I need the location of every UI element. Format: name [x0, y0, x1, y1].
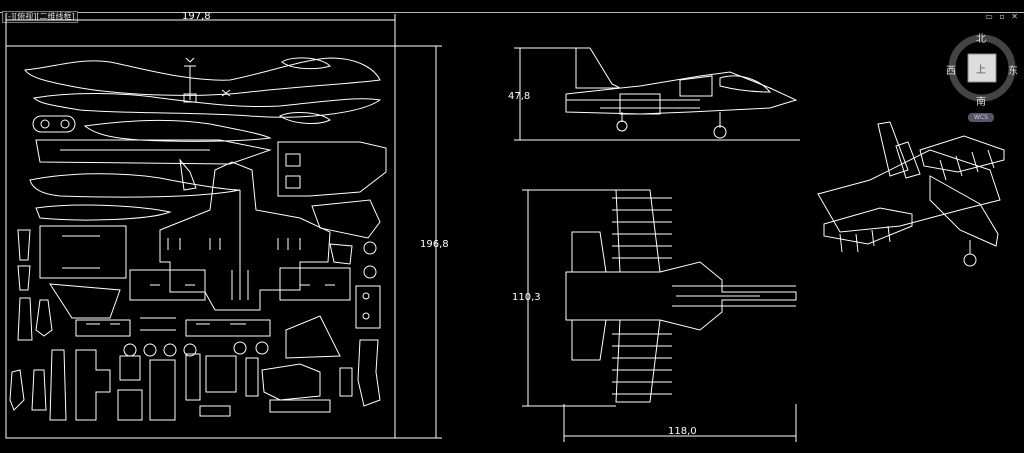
part-main-wing — [129, 161, 351, 311]
viewcube-ring-icon — [948, 34, 1016, 102]
dim-sheet-width-label: 197,8 — [182, 11, 211, 22]
top-toolbar — [0, 0, 1024, 13]
dim-top-height-label: 110,3 — [512, 292, 541, 303]
compass-north[interactable]: 北 — [976, 34, 986, 45]
dimension-sheet-height — [395, 45, 442, 439]
compass-east[interactable]: 东 — [1008, 66, 1018, 77]
dim-top-width-label: 118,0 — [668, 426, 697, 437]
aircraft-top-view — [522, 189, 797, 442]
window-controls[interactable]: ▭ ▫ ✕ — [985, 12, 1020, 21]
viewcube-face-top[interactable]: 上 — [976, 65, 986, 76]
compass-west[interactable]: 西 — [946, 66, 956, 77]
parts-sheet-frame — [5, 45, 396, 439]
viewcube[interactable]: 北 南 东 西 上 — [944, 30, 1020, 120]
aircraft-side-view — [514, 47, 800, 141]
parts-right-panels — [277, 141, 387, 329]
compass-south[interactable]: 南 — [976, 97, 986, 108]
dim-sheet-height-label: 196,8 — [420, 239, 449, 250]
dim-side-height-label: 47,8 — [508, 91, 530, 102]
parts-fuselage-profiles — [24, 57, 382, 221]
parts-bottom-row — [9, 315, 381, 421]
wcs-menu-button[interactable]: WCS — [968, 113, 994, 122]
aircraft-isometric-view — [817, 121, 1005, 267]
parts-left-column — [17, 225, 271, 357]
dimension-sheet-width — [5, 14, 396, 46]
